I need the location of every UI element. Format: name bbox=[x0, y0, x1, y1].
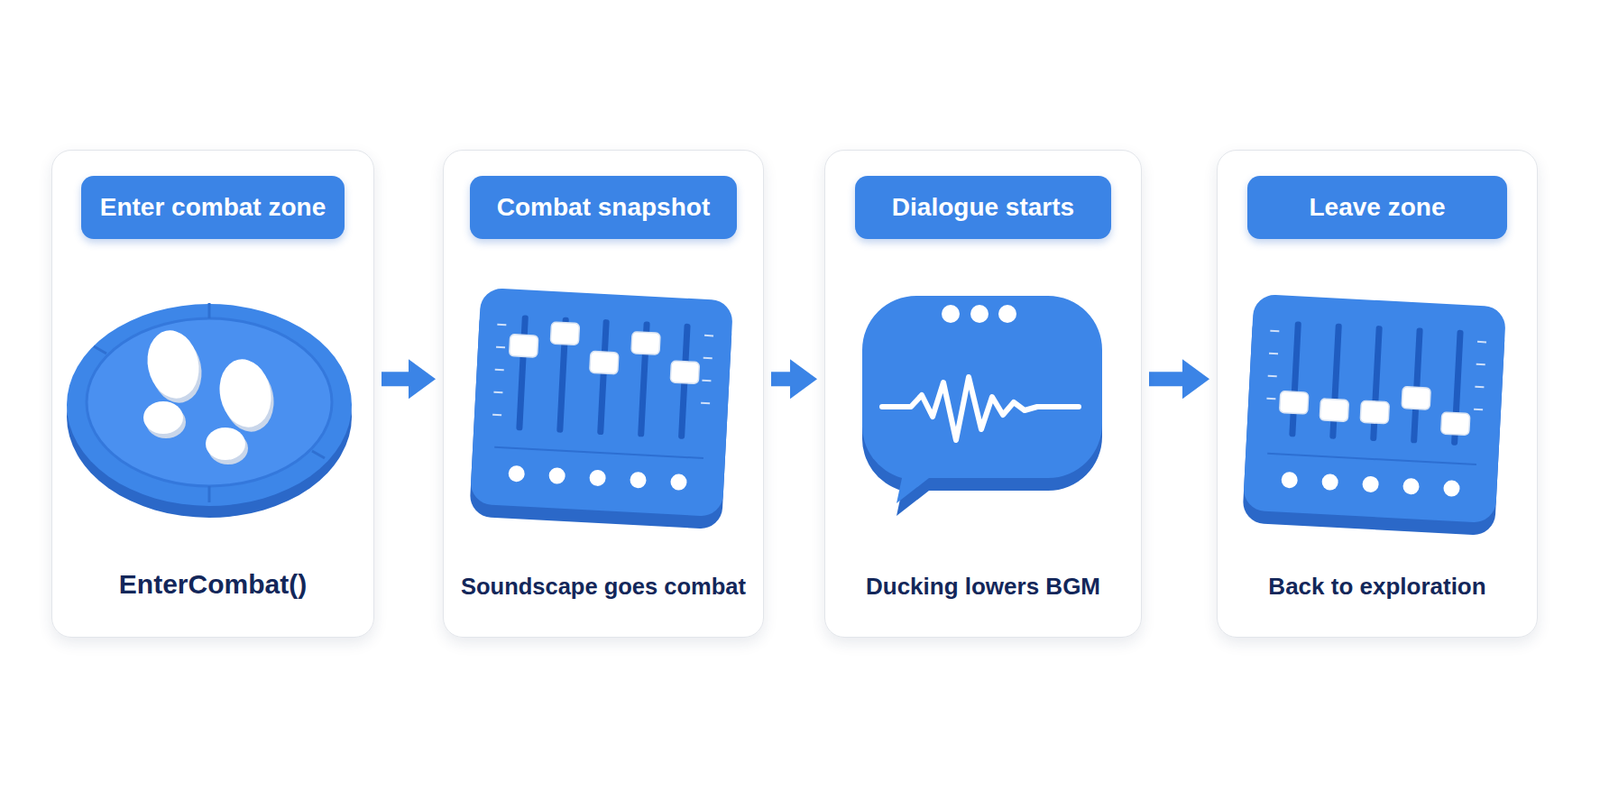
step-heading-pill: Enter combat zone bbox=[81, 175, 345, 240]
mixer-icon bbox=[468, 287, 734, 530]
step-card: Combat snapshotSoundscape goes combat bbox=[442, 149, 764, 638]
step-caption: Ducking lowers BGM bbox=[865, 572, 1101, 601]
step-caption: Soundscape goes combat bbox=[460, 572, 746, 601]
flow-arrow bbox=[771, 371, 800, 387]
flow-arrow bbox=[381, 371, 418, 387]
mixer-icon bbox=[1241, 294, 1507, 536]
speech-bubble-icon bbox=[862, 295, 1103, 516]
step-heading-pill: Combat snapshot bbox=[469, 175, 737, 240]
step-heading-pill: Dialogue starts bbox=[855, 175, 1112, 240]
footprint-plate-icon bbox=[66, 303, 352, 518]
step-card: Leave zoneBack to exploration bbox=[1216, 149, 1538, 638]
step-caption: Back to exploration bbox=[1268, 572, 1486, 601]
step-heading-pill: Leave zone bbox=[1247, 175, 1508, 240]
step-card: Dialogue startsDucking lowers BGM bbox=[824, 149, 1142, 638]
flow-arrow bbox=[1149, 371, 1192, 387]
step-card: Enter combat zoneEnterCombat() bbox=[51, 149, 375, 638]
step-caption: EnterCombat() bbox=[119, 568, 307, 601]
